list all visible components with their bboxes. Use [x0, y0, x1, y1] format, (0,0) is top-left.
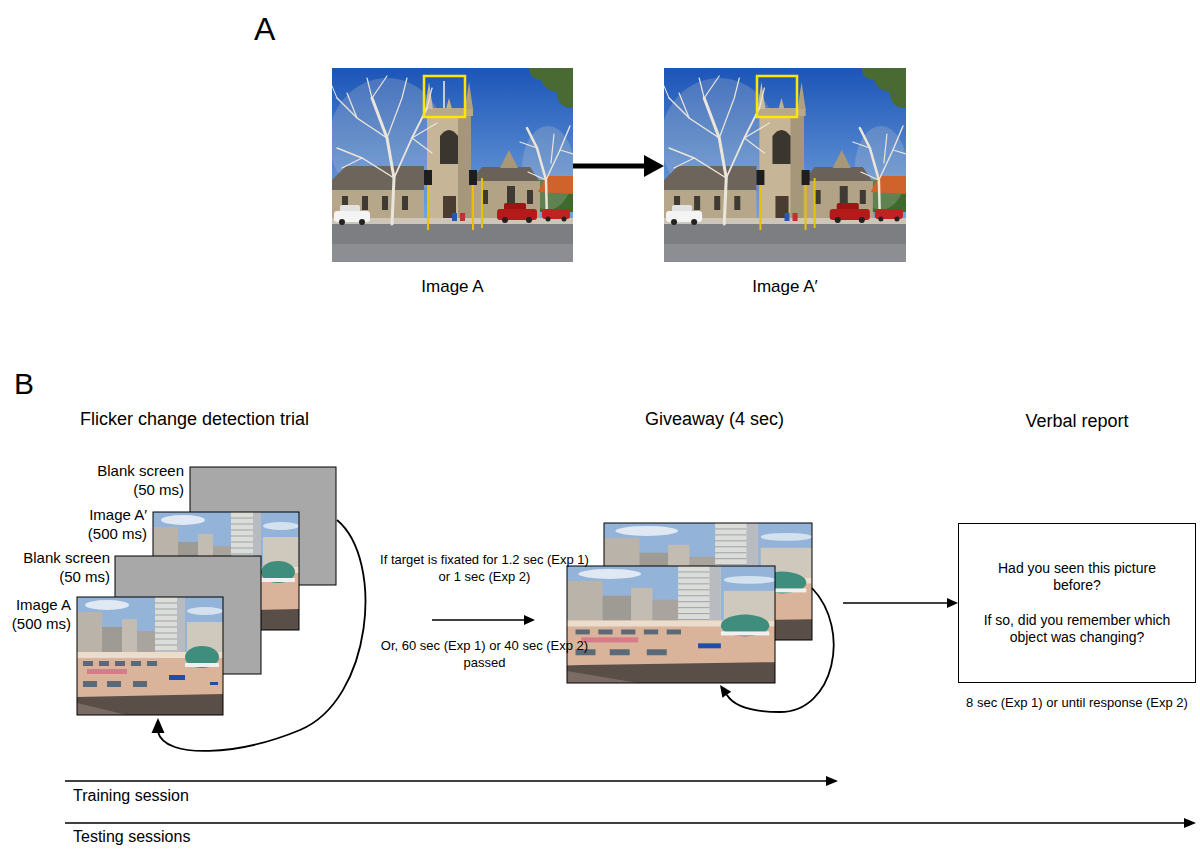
photo-caption: Image A′ — [664, 277, 906, 297]
condition-note: Or, 60 sec (Exp 1) or 40 sec (Exp 2) pas… — [377, 638, 592, 672]
photo-panel: Image A′ — [664, 68, 906, 262]
stage-heading: Giveaway (4 sec) — [645, 409, 843, 431]
arrow-head — [720, 685, 731, 698]
changing-detail — [443, 81, 445, 108]
city-photo — [77, 597, 223, 715]
panel-letter: A — [254, 10, 298, 48]
frame-caption: Image A′ (500 ms) — [72, 505, 147, 543]
arrow-head — [644, 155, 664, 177]
trial-stage: Giveaway (4 sec) — [535, 405, 843, 750]
question-text: Had you seen this picture before? — [975, 560, 1179, 594]
city-photo — [567, 566, 775, 683]
session-label: Training session — [73, 786, 393, 805]
frame-border — [77, 597, 223, 715]
timing-note: 8 sec (Exp 1) or until response (Exp 2) — [957, 695, 1197, 712]
arrow-head — [947, 598, 958, 608]
frame-caption: Image A (500 ms) — [1, 595, 71, 633]
arrow-head — [152, 718, 165, 733]
frame-caption: Blank screen (50 ms) — [6, 548, 110, 586]
frame-border — [567, 566, 775, 683]
target-highlight — [757, 76, 797, 117]
arrow-shaft — [432, 619, 526, 621]
trial-stage: Flicker change detection trial — [72, 405, 432, 750]
box-heading: Verbal report — [959, 411, 1195, 433]
target-highlight — [424, 76, 465, 117]
arrow-head — [524, 615, 535, 625]
frame-caption: Blank screen (50 ms) — [80, 461, 184, 499]
flow-arrow — [573, 155, 664, 177]
loop-arrow — [727, 588, 834, 712]
condition-note: If target is fixated for 1.2 sec (Exp 1)… — [377, 552, 592, 586]
timeline-line — [65, 780, 828, 782]
report-box: Verbal reportHad you seen this picture b… — [958, 523, 1196, 683]
stage-heading: Flicker change detection trial — [80, 409, 432, 431]
session-label: Testing sessions — [73, 827, 393, 846]
question-text: If so, did you remember which object was… — [975, 612, 1179, 646]
arrow-head — [826, 776, 838, 786]
flow-arrow — [843, 598, 958, 608]
timeline-line — [65, 822, 1186, 824]
flow-arrow — [432, 615, 535, 625]
photo-panel: Image A — [332, 68, 573, 262]
changing-detail — [210, 682, 218, 685]
arrow-shaft — [843, 602, 949, 604]
church-photo — [329, 56, 585, 262]
panel-letter: B — [14, 366, 58, 402]
photo-caption: Image A — [332, 277, 573, 297]
loop-arrow — [158, 520, 365, 751]
arrow-head — [1184, 818, 1196, 828]
arrow-shaft — [573, 164, 648, 169]
church-photo — [661, 56, 918, 262]
